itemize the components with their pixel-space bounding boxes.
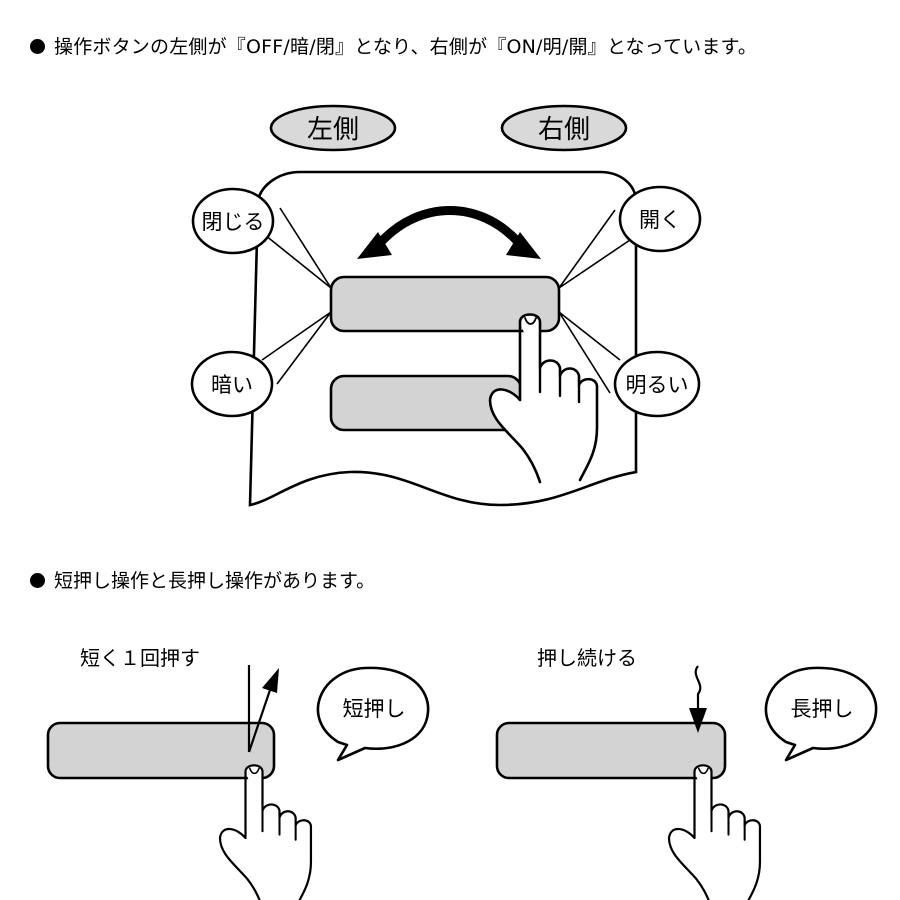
long-press-caption: 押し続ける: [537, 646, 637, 670]
bubble-dark-text: 暗い: [211, 373, 253, 397]
bubble-close-text: 閉じる: [202, 210, 265, 234]
operation-button-upper[interactable]: [329, 275, 561, 333]
bullet-icon: [30, 39, 45, 54]
section1-heading: 操作ボタンの左側が『OFF/暗/閉』となり、右側が『ON/明/開』となっています…: [30, 32, 757, 59]
section2-heading: 短押し操作と長押し操作があります。: [30, 566, 375, 593]
right-side-label: 右側: [500, 104, 628, 152]
bubble-open: 開く: [618, 185, 702, 253]
left-side-label: 左側: [269, 104, 397, 152]
short-press-button[interactable]: [46, 721, 276, 780]
hold-arrow-icon: [689, 665, 707, 733]
left-right-arrow-icon: [357, 206, 541, 259]
callout-lines: [261, 207, 631, 394]
bubble-dark: 暗い: [190, 350, 274, 418]
bubble-open-text: 開く: [639, 208, 681, 232]
short-press-hand-icon: [218, 764, 313, 900]
bubble-short-press: 短押し: [316, 666, 430, 762]
bubble-bright: 明るい: [613, 350, 701, 418]
bullet-icon: [30, 573, 45, 588]
bubble-bright-text: 明るい: [626, 373, 689, 397]
bubble-close: 閉じる: [191, 187, 275, 255]
long-press-hand-icon: [667, 764, 762, 900]
left-side-label-text: 左側: [307, 115, 359, 145]
release-arrow-icon: [247, 665, 279, 753]
bubble-short-press-text: 短押し: [343, 697, 406, 721]
bubble-long-press-text: 長押し: [791, 697, 854, 721]
right-side-label-text: 右側: [538, 115, 590, 145]
bubble-long-press: 長押し: [764, 666, 878, 762]
short-press-caption: 短く１回押す: [80, 646, 200, 670]
long-press-button[interactable]: [495, 721, 727, 780]
